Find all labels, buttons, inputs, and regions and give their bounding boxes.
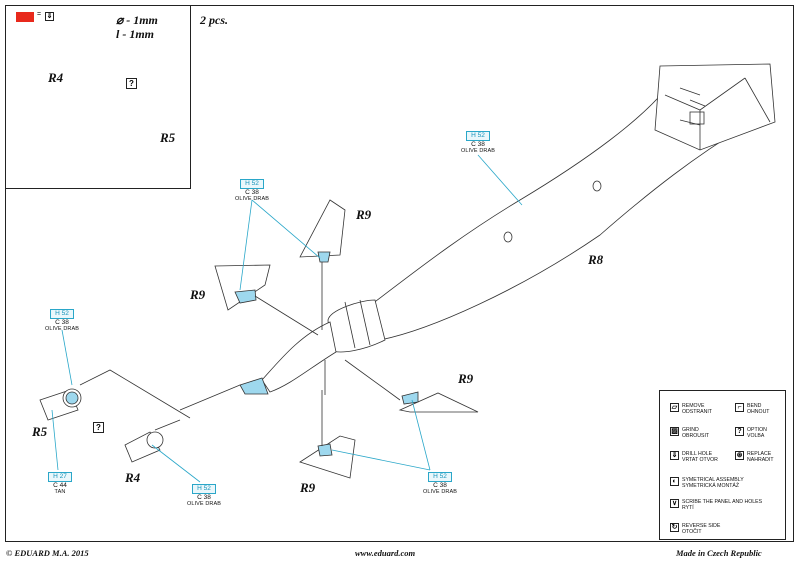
part-label-r9-left: R9 <box>190 287 206 302</box>
r8-tail-section <box>654 63 776 151</box>
drill-icon: ⇓ <box>670 451 679 460</box>
quantity-label: 2 pcs. <box>200 13 228 27</box>
part-label-r5: R5 <box>32 424 48 439</box>
fin-bottom <box>299 435 356 479</box>
website-text: www.eduard.com <box>355 548 416 558</box>
option-question-box: ? <box>126 78 137 89</box>
red-swatch <box>16 12 34 22</box>
fin-top <box>299 199 346 258</box>
part-label-r9-top: R9 <box>356 207 372 222</box>
part-label-r8: R8 <box>588 252 604 267</box>
replace-icon: ⊛ <box>735 451 744 460</box>
r8-nose-section <box>261 321 337 393</box>
drill-hole-icon: ⇓ <box>45 12 54 21</box>
length-spec: l - 1mm <box>116 27 154 41</box>
r8-coupling <box>327 299 386 353</box>
remove-icon: ▱ <box>670 403 679 412</box>
part-label-r9-bottom: R9 <box>300 480 316 495</box>
part-label-r4: R4 <box>125 470 141 485</box>
option-icon: ? <box>735 427 744 436</box>
copyright-text: © EDUARD M.A. 2015 <box>6 548 89 558</box>
page-frame <box>5 5 794 542</box>
bend-icon: ⌐ <box>735 403 744 412</box>
grind-icon: ▨ <box>670 427 679 436</box>
equals-sign: = <box>37 11 42 18</box>
part-label-r4-inset: R4 <box>48 70 64 85</box>
detail-inset <box>5 5 191 189</box>
origin-text: Made in Czech Republic <box>676 548 762 558</box>
scribe-icon: ∨ <box>670 499 679 508</box>
fin-left <box>214 264 271 311</box>
part-label-r9-right: R9 <box>458 371 474 386</box>
fin-right <box>398 392 479 413</box>
diameter-spec: ⌀ - 1mm <box>116 13 158 27</box>
reverse-side-icon: ↻ <box>670 523 679 532</box>
option-question-box-main: ? <box>93 422 104 433</box>
part-label-r5-inset: R5 <box>160 130 176 145</box>
symmetrical-icon: ◐ <box>670 477 679 486</box>
